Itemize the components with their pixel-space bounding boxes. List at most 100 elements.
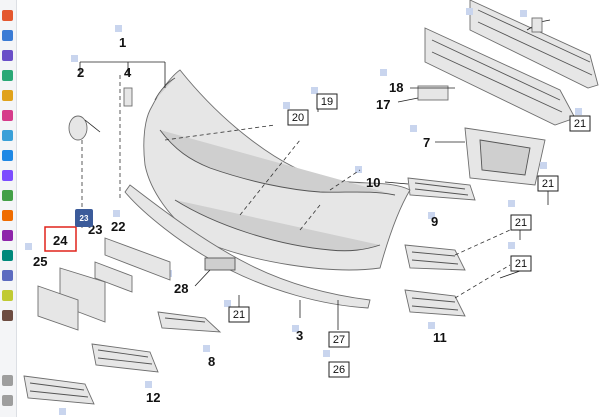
user-icon[interactable] (2, 50, 13, 61)
browser-side-toolbar (0, 0, 17, 417)
cloud-icon[interactable] (2, 250, 13, 261)
callout-11[interactable]: 11 (433, 330, 447, 345)
svg-text:27: 27 (333, 334, 345, 346)
settings-icon[interactable] (2, 130, 13, 141)
marker-square (410, 125, 417, 132)
leader-line (194, 269, 211, 287)
svg-text:21: 21 (233, 309, 245, 321)
marker-square (508, 200, 515, 207)
marker-square (466, 8, 473, 15)
dashed-leader (81, 75, 121, 230)
boxed-callout-21[interactable]: 21 (510, 255, 532, 272)
star-icon[interactable] (2, 110, 13, 121)
boxed-callout-21[interactable]: 21 (510, 214, 532, 231)
callout-18[interactable]: 18 (389, 80, 403, 95)
boxed-callout-19[interactable]: 19 (316, 93, 338, 110)
callout-labels: 1 2 4 18 17 7 10 9 22 23 24 25 28 3 8 12… (33, 35, 447, 405)
boxed-callout-21[interactable]: 21 (228, 306, 250, 323)
share-icon[interactable] (2, 150, 13, 161)
callout-1[interactable]: 1 (119, 35, 126, 50)
svg-text:21: 21 (515, 217, 527, 229)
bumper-cover-part-1 (143, 69, 411, 271)
callout-12[interactable]: 12 (146, 390, 160, 405)
plate-mount-part-25 (37, 285, 79, 331)
marker-square (25, 243, 32, 250)
boxed-callout-20[interactable]: 20 (287, 109, 309, 126)
dashed-leader (454, 229, 511, 299)
svg-text:21: 21 (574, 118, 586, 130)
marker-square (428, 212, 435, 219)
callout-2[interactable]: 2 (77, 65, 84, 80)
svg-text:19: 19 (321, 96, 333, 108)
marker-square (508, 242, 515, 249)
marker-square (283, 102, 290, 109)
fog-grille-part-8 (157, 311, 222, 333)
marker-square (71, 55, 78, 62)
air-guide-part-10 (407, 177, 476, 201)
clip-part (531, 17, 543, 33)
callout-3[interactable]: 3 (296, 328, 303, 343)
callout-7[interactable]: 7 (423, 135, 430, 150)
plus-icon[interactable] (2, 290, 13, 301)
selection-highlight-box (44, 226, 77, 252)
parts-diagram: 1 2 4 18 17 7 10 9 22 23 24 25 28 3 8 12… (23, 0, 599, 415)
leader-line (79, 61, 166, 88)
callout-10[interactable]: 10 (366, 175, 380, 190)
callout-17[interactable]: 17 (376, 97, 390, 112)
callout-28[interactable]: 28 (174, 281, 188, 296)
info-icon[interactable] (2, 375, 13, 386)
callout-8[interactable]: 8 (208, 354, 215, 369)
marker-square (311, 87, 318, 94)
sensor-holder-part-28 (204, 257, 236, 271)
side-grille-part-11 (404, 289, 466, 317)
marker-square (540, 162, 547, 169)
leader-line (397, 97, 419, 103)
lock-icon[interactable] (2, 270, 13, 281)
callout-24[interactable]: 24 (53, 233, 68, 248)
marker-square (115, 25, 122, 32)
bell-icon[interactable] (2, 90, 13, 101)
search-icon[interactable] (2, 30, 13, 41)
mounting-frame-part-7 (464, 127, 546, 186)
callout-9[interactable]: 9 (431, 214, 438, 229)
callout-22[interactable]: 22 (111, 219, 125, 234)
marker-square (323, 350, 330, 357)
boxed-callouts: 19 20 21 21 21 21 21 27 (228, 93, 591, 378)
folder-icon[interactable] (2, 210, 13, 221)
boxed-callout-27[interactable]: 27 (328, 331, 350, 348)
marker-square (59, 408, 66, 415)
plate-bracket-part-22 (104, 237, 171, 281)
bracket-part-4 (123, 87, 133, 107)
marker-square (292, 325, 299, 332)
chart-icon[interactable] (2, 170, 13, 181)
fog-grille-part-12-lower (23, 375, 95, 405)
marker-square (145, 381, 152, 388)
boxed-callout-21[interactable]: 21 (569, 115, 591, 132)
edit-icon[interactable] (2, 70, 13, 81)
callout-4[interactable]: 4 (124, 65, 132, 80)
fog-grille-part-12-upper (91, 343, 159, 373)
selected-part-badge[interactable]: 23 (75, 209, 93, 227)
svg-text:21: 21 (515, 258, 527, 270)
home-icon[interactable] (2, 10, 13, 21)
boxed-callout-26[interactable]: 26 (328, 361, 350, 378)
help-icon[interactable] (2, 230, 13, 241)
marker-square (113, 210, 120, 217)
bracket-part-17 (417, 85, 449, 101)
tag-icon[interactable] (2, 310, 13, 321)
marker-square (380, 69, 387, 76)
plate-bracket-part-23 (94, 261, 133, 293)
crash-bar-part (424, 0, 599, 126)
marker-square (520, 10, 527, 17)
grid-icon[interactable] (2, 395, 13, 406)
leader-line (384, 181, 409, 185)
boxed-callout-21[interactable]: 21 (537, 175, 559, 192)
callout-25[interactable]: 25 (33, 254, 47, 269)
selected-badge-label: 23 (80, 214, 89, 223)
marker-square (428, 322, 435, 329)
svg-text:26: 26 (333, 364, 345, 376)
leader-line (84, 119, 101, 133)
marker-square (575, 108, 582, 115)
mail-icon[interactable] (2, 190, 13, 201)
lower-spoiler-part-3 (124, 184, 371, 309)
